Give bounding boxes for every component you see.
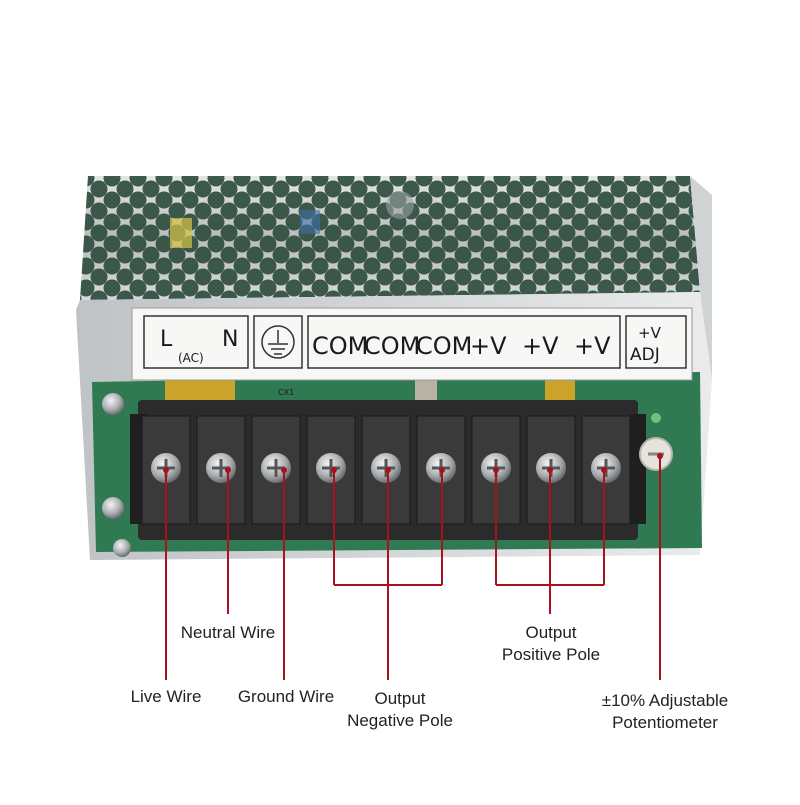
- led-icon: [651, 413, 661, 423]
- callout-dot: [547, 467, 553, 473]
- mount-screw-icon: [113, 539, 131, 557]
- adj-label-bottom: ADJ: [630, 345, 660, 365]
- yellow-component-icon: [170, 218, 192, 248]
- callout-dot: [439, 467, 445, 473]
- terminal-label-6: +V: [574, 332, 611, 360]
- mount-screw-icon: [102, 393, 124, 415]
- callout-dot: [657, 453, 663, 459]
- blue-capacitor-icon: [300, 210, 320, 234]
- terminal-label-4: +V: [470, 332, 507, 360]
- label-l: L: [160, 327, 173, 352]
- terminal-label-5: +V: [522, 332, 559, 360]
- ground-symbol-icon: [261, 325, 295, 359]
- terminal-label-panel: L N (AC) COM COM COM +V +V +V +V ADJ: [131, 307, 693, 381]
- output-negative-label: Output Negative Pole: [347, 689, 453, 730]
- callout-dot: [163, 467, 169, 473]
- callout-dot: [281, 467, 287, 473]
- callout-dot: [493, 467, 499, 473]
- perforated-cover: [80, 176, 700, 300]
- terminal-label-3: COM: [416, 332, 472, 360]
- callout-lines: [163, 453, 663, 680]
- callout-dot: [331, 467, 337, 473]
- mount-screw-icon: [102, 497, 124, 519]
- ground-wire-label: Ground Wire: [237, 687, 335, 706]
- board-mark: CX1: [278, 388, 294, 397]
- label-ac: (AC): [178, 351, 204, 365]
- adj-label-top: +V: [638, 324, 662, 342]
- terminal-label-2: COM: [364, 332, 420, 360]
- callout-dot: [385, 467, 391, 473]
- label-n: N: [222, 327, 238, 352]
- live-wire-label: Live Wire: [130, 687, 202, 706]
- terminal-label-1: COM: [312, 332, 368, 360]
- mounting-screws: [102, 393, 131, 557]
- potentiometer-label: ±10% Adjustable Potentiometer: [601, 691, 729, 732]
- callout-dot: [601, 467, 607, 473]
- callout-dot: [225, 467, 231, 473]
- neutral-wire-label: Neutral Wire: [180, 623, 276, 642]
- output-positive-label: Output Positive Pole: [501, 623, 601, 664]
